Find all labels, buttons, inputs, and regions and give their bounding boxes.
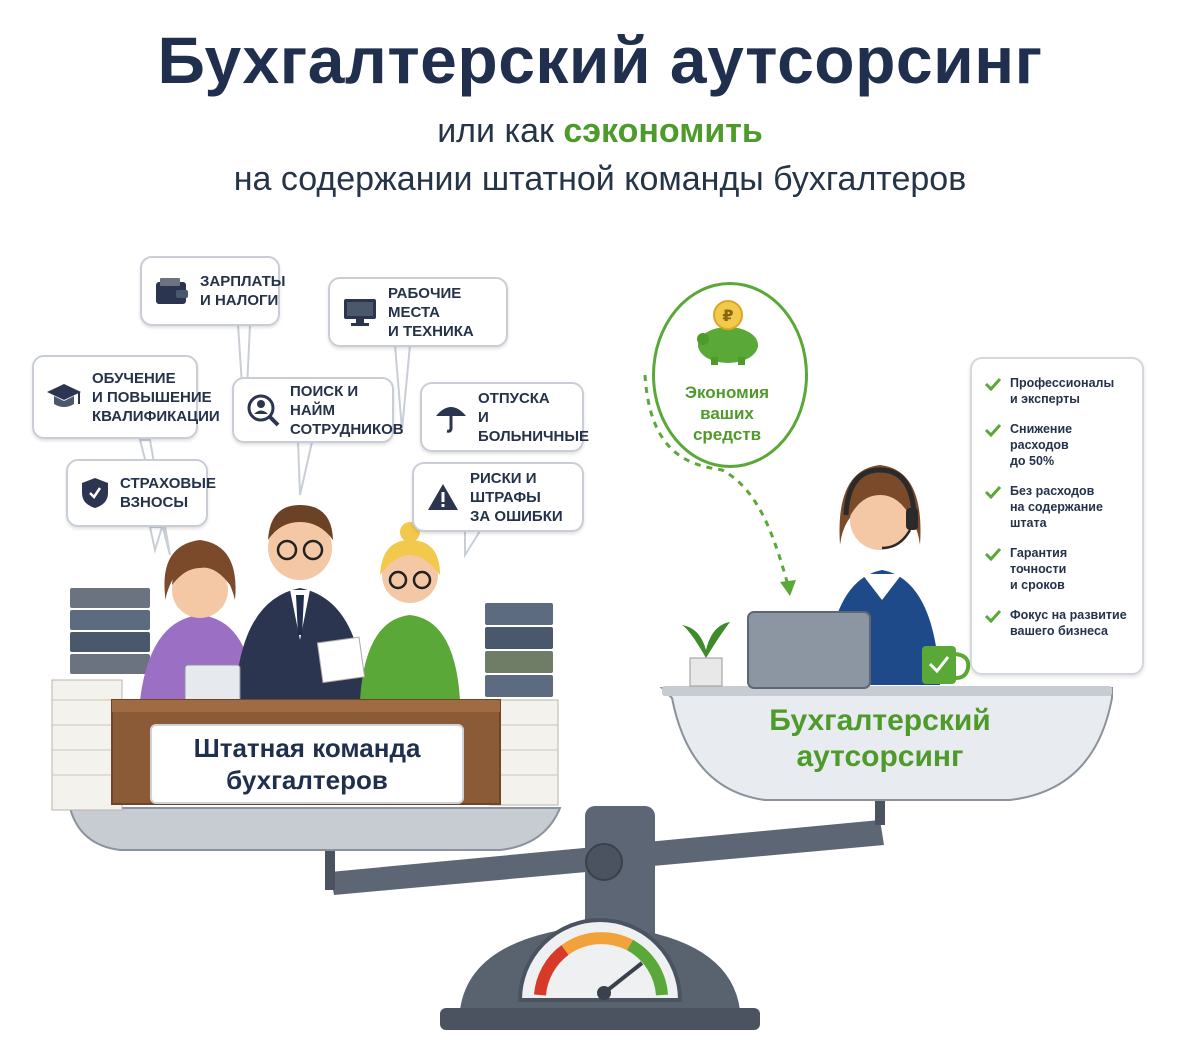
cost-label-insurance: Страховые взносы — [120, 475, 216, 511]
benefit-item: Профессионалы и эксперты — [984, 375, 1134, 407]
right-binder-stack — [485, 603, 559, 806]
left-paper-stack — [51, 588, 150, 811]
cost-bubble-workplace: Рабочие места и техника — [328, 277, 508, 347]
check-icon — [984, 547, 1002, 561]
gauge-orange — [561, 932, 633, 955]
subtitle-accent: сэкономить — [563, 112, 763, 150]
laptop-right — [747, 611, 871, 689]
cost-bubble-salary: Зарплаты и налоги — [140, 256, 285, 326]
cost-label-risks: Риски и штрафы за ошибки — [470, 469, 563, 525]
monitor-icon — [344, 299, 376, 326]
right-pan — [659, 687, 1113, 801]
benefit-text: Снижение расходов до 50% — [1010, 422, 1073, 468]
benefit-item: Гарантия точности и сроков — [984, 545, 1134, 593]
laptop-left — [184, 664, 241, 704]
cost-bubble-risks: Риски и штрафы за ошибки — [412, 462, 584, 532]
warning-icon — [428, 484, 458, 510]
scale-foot — [440, 1008, 760, 1030]
cost-bubble-hiring: Поиск и найм сотрудников — [232, 377, 404, 443]
cost-bubble-training: Обучение и повышение квалификации — [32, 355, 220, 439]
cost-label-workplace: Рабочие места и техника — [388, 284, 474, 340]
benefits-panel: Профессионалы и эксперты Снижение расход… — [970, 357, 1144, 675]
gauge-green — [626, 939, 668, 996]
left-pan — [68, 807, 562, 851]
subtitle-line-2: на содержании штатной команды бухгалтеро… — [233, 160, 967, 198]
subtitle-prefix: или как — [437, 112, 564, 150]
right-hanger — [875, 795, 885, 825]
cost-label-vacation: Отпуска и больничные — [478, 389, 590, 445]
staff-woman-right — [360, 522, 460, 700]
cost-bubble-vacation: Отпуска и больничные — [420, 382, 589, 452]
check-icon — [984, 485, 1002, 499]
umbrella-icon — [436, 407, 466, 433]
check-icon — [984, 609, 1002, 623]
cost-label-hiring: Поиск и найм сотрудников — [290, 382, 404, 438]
staff-team-label: Штатная команда бухгалтеров — [150, 724, 464, 804]
plant-icon — [682, 622, 730, 687]
subtitle-line-1: или как сэкономить — [0, 112, 1200, 151]
person-search-icon — [247, 394, 280, 427]
benefit-item: Снижение расходов до 50% — [984, 421, 1134, 469]
arrow-head-icon — [780, 580, 796, 596]
piggy-bank-icon: ₽ — [697, 300, 758, 365]
benefit-item: Фокус на развитие вашего бизнеса — [984, 607, 1134, 639]
dashed-arrow — [643, 374, 790, 586]
beam-pivot — [585, 843, 623, 881]
gauge-dial — [517, 918, 683, 1002]
left-hanger — [325, 840, 335, 890]
page-title: Бухгалтерский аутсорсинг — [157, 23, 1043, 97]
benefit-text: Без расходов на содержание штата — [1010, 484, 1103, 530]
check-icon — [984, 423, 1002, 437]
mug-icon — [922, 646, 956, 684]
cost-label-salary: Зарплаты и налоги — [200, 273, 286, 309]
gauge-red — [534, 945, 569, 996]
desk-top — [112, 700, 500, 712]
cost-bubble-insurance: Страховые взносы — [66, 459, 216, 527]
savings-label: Экономия ваших средств — [684, 383, 770, 444]
cost-label-training: Обучение и повышение квалификации — [92, 369, 220, 425]
savings-circle: ₽ — [652, 282, 808, 468]
benefit-text: Гарантия точности и сроков — [1010, 546, 1068, 592]
wallet-icon — [156, 278, 188, 304]
benefit-text: Профессионалы и эксперты — [1010, 376, 1115, 406]
coin-symbol: ₽ — [722, 306, 733, 325]
right-pan-rim — [662, 686, 1112, 696]
gauge-needle — [602, 961, 644, 995]
paper-sheet — [316, 636, 366, 684]
outsourcing-label: Бухгалтерский аутсорсинг — [769, 704, 991, 773]
gauge-hub — [597, 986, 611, 1000]
graduation-cap-icon — [47, 384, 81, 407]
benefit-text: Фокус на развитие вашего бизнеса — [1010, 608, 1127, 638]
benefit-item: Без расходов на содержание штата — [984, 483, 1134, 531]
check-icon — [984, 377, 1002, 391]
shield-icon — [82, 478, 108, 508]
